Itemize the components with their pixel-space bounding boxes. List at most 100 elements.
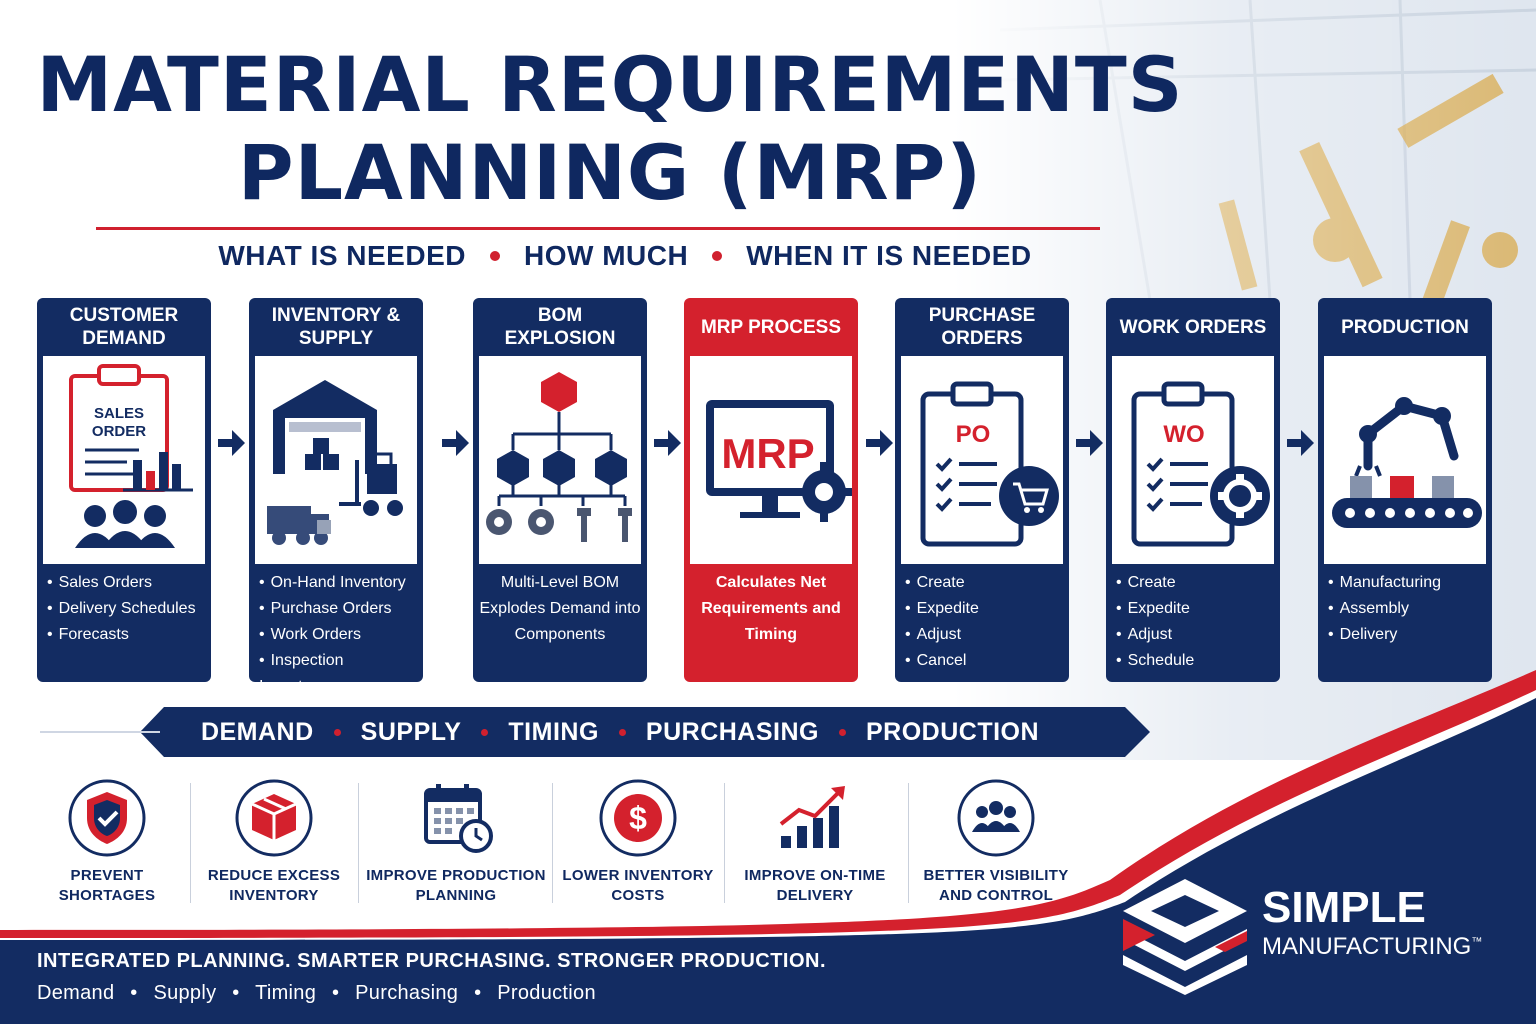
step-items: On-Hand Inventory Purchase Orders Work O… [249, 570, 423, 700]
flow-production: PRODUCTION [865, 717, 1040, 746]
list-item: Expedite [1116, 596, 1270, 622]
step-title: PRODUCTION [1341, 316, 1469, 338]
benefit-label: IMPROVE ON-TIME DELIVERY [744, 867, 886, 904]
flow-timing: TIMING [508, 717, 599, 746]
footer-tagline: INTEGRATED PLANNING. SMARTER PURCHASING.… [37, 950, 827, 972]
list-item: Assembly [1328, 596, 1482, 622]
step-mrp-process: MRP PROCESS MRP Calculates Net Requireme… [684, 298, 858, 682]
flow-bar-rule [40, 731, 160, 733]
benefit-on-time-delivery: IMPROVE ON-TIME DELIVERY [736, 778, 894, 908]
benefit-visibility-control: BETTER VISIBILITY AND CONTROL [916, 778, 1076, 908]
step-description: Multi-Level BOM Explodes Demand into Com… [479, 574, 641, 643]
svg-text:MRP: MRP [721, 430, 814, 477]
list-item: Cancel [905, 648, 1059, 674]
flow-supply: SUPPLY [360, 717, 462, 746]
page-title-line1: MATERIAL REQUIREMENTS [36, 40, 1184, 129]
list-item: Delivery Schedules [47, 596, 201, 622]
svg-text:SALES: SALES [94, 405, 144, 422]
svg-text:PO: PO [956, 421, 991, 448]
benefit-label: PREVENT SHORTAGES [58, 867, 156, 904]
benefit-prevent-shortages: PREVENT SHORTAGES [40, 778, 174, 908]
step-work-orders: WORK ORDERS WO Create Expedite Adjust Sc… [1106, 298, 1280, 682]
page-title-line2: PLANNING (MRP) [237, 128, 983, 217]
benefit-label: IMPROVE PRODUCTION PLANNING [366, 867, 546, 904]
divider [724, 783, 725, 903]
step-items: Create Expedite Adjust Schedule [1106, 570, 1280, 674]
list-item: Work Orders [259, 622, 413, 648]
step-title: WORK ORDERS [1119, 316, 1267, 338]
step-production: PRODUCTION Manufacturing Assembly Delive… [1318, 298, 1492, 682]
team-icon [957, 779, 1035, 857]
bom-tree-icon [479, 356, 641, 564]
list-item: Adjust [1116, 622, 1270, 648]
arrow-right-icon [1076, 430, 1103, 456]
list-item: Delivery [1328, 622, 1482, 648]
brand-subname: MANUFACTURING™ [1262, 928, 1482, 961]
flow-bar-labels: DEMAND SUPPLY TIMING PURCHASING PRODUCTI… [170, 707, 1070, 757]
footer-sub-item: Demand [37, 982, 115, 1004]
flow-dot [838, 728, 846, 736]
calendar-clock-icon [424, 784, 493, 853]
svg-text:$: $ [629, 800, 647, 836]
step-title: CUSTOMER DEMAND [69, 305, 179, 349]
flow-dot [481, 728, 489, 736]
arrow-right-icon [218, 430, 245, 456]
list-item: On-Hand Inventory [259, 570, 413, 596]
list-item: Forecasts [47, 622, 201, 648]
footer-sub-item: Supply [153, 982, 217, 1004]
step-items: Sales Orders Delivery Schedules Forecast… [37, 570, 211, 648]
step-items: Manufacturing Assembly Delivery [1318, 570, 1492, 648]
benefit-label: BETTER VISIBILITY AND CONTROL [923, 867, 1069, 904]
subtitle-what: WHAT IS NEEDED [218, 240, 466, 271]
brand-name: SIMPLE [1262, 883, 1426, 932]
arrow-right-icon [654, 430, 681, 456]
flow-dot [333, 728, 341, 736]
list-item: Sales Orders [47, 570, 201, 596]
list-item: Manufacturing [1328, 570, 1482, 596]
step-title: PURCHASE ORDERS [928, 305, 1036, 349]
flow-demand: DEMAND [200, 717, 314, 746]
footer-sub-item: Production [497, 982, 596, 1004]
arrow-right-icon [1287, 430, 1314, 456]
po-clipboard-cart-icon: PO [901, 356, 1063, 564]
list-item: Create [905, 570, 1059, 596]
benefit-lower-costs: $ LOWER INVENTORY COSTS [560, 778, 716, 908]
list-item: Expedite [905, 596, 1059, 622]
trademark-mark: ™ [1471, 936, 1483, 948]
footer-sub-item: Timing [255, 982, 317, 1004]
divider [190, 783, 191, 903]
mrp-monitor-icon: MRP [690, 356, 852, 564]
footer-sub-item: Purchasing [355, 982, 459, 1004]
list-item: Purchase Orders [259, 596, 413, 622]
dollar-coin-icon: $ [599, 779, 677, 857]
robot-conveyor-icon [1324, 356, 1486, 564]
box-icon [235, 779, 313, 857]
step-title: BOM EXPLOSION [504, 305, 616, 349]
svg-text:ORDER: ORDER [92, 423, 146, 440]
sales-order-clipboard-icon: SALES ORDER [43, 356, 205, 564]
benefit-improve-planning: IMPROVE PRODUCTION PLANNING [366, 778, 546, 908]
subtitle: WHAT IS NEEDED HOW MUCH WHEN IT IS NEEDE… [0, 240, 1250, 272]
step-title: INVENTORY & SUPPLY [271, 305, 401, 349]
subtitle-dot [712, 251, 723, 261]
benefit-label: LOWER INVENTORY COSTS [562, 867, 714, 904]
step-items: Create Expedite Adjust Cancel [895, 570, 1069, 674]
divider [552, 783, 553, 903]
growth-chart-icon [779, 786, 845, 848]
step-description: Calculates Net Requirements and Timing [701, 574, 841, 643]
subtitle-when: WHEN IT IS NEEDED [746, 240, 1032, 271]
brand-subname-text: MANUFACTURING [1262, 933, 1472, 960]
footer-sub: Demand • Supply • Timing • Purchasing • … [37, 982, 596, 1004]
shield-check-icon [68, 779, 146, 857]
benefit-label: REDUCE EXCESS INVENTORY [207, 867, 341, 904]
step-inventory-supply: INVENTORY & SUPPLY On-Hand Inventory Pur… [249, 298, 423, 695]
divider [908, 783, 909, 903]
flow-dot [618, 728, 626, 736]
divider [358, 783, 359, 903]
step-bom-explosion: BOM EXPLOSION Mult [473, 298, 647, 682]
list-item: Adjust [905, 622, 1059, 648]
list-item: Inspection Inventory [259, 648, 413, 700]
list-item: Schedule [1116, 648, 1270, 674]
benefit-reduce-excess: REDUCE EXCESS INVENTORY [200, 778, 348, 908]
step-customer-demand: CUSTOMER DEMAND SALES ORDER Sales Orders… [37, 298, 211, 682]
